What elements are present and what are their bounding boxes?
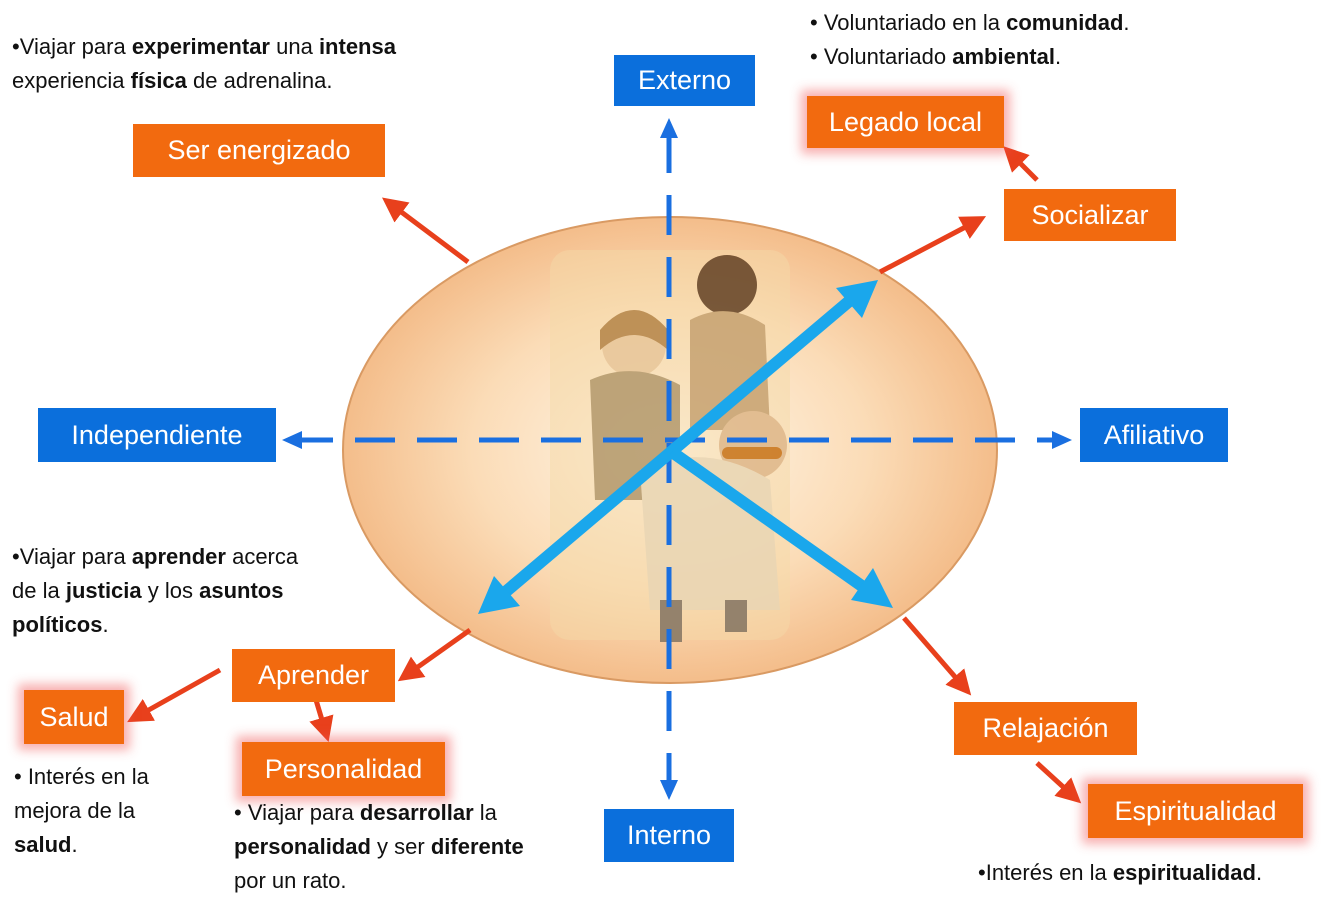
red-arrows: [127, 146, 1082, 804]
arrowhead-down: [660, 780, 678, 800]
category-personalidad: Personalidad: [242, 742, 445, 796]
note-aprender: •Viajar para aprender acerca de la justi…: [12, 544, 299, 637]
note-espiritualidad: •Interés en la espiritualidad.: [978, 860, 1263, 885]
category-socializar: Socializar: [1004, 189, 1176, 241]
note-legado-local: • Voluntariado en la comunidad. • Volunt…: [810, 10, 1130, 69]
note-personalidad: • Viajar para desarrollar la personalida…: [234, 800, 524, 893]
axis-label-independiente: Independiente: [38, 408, 276, 462]
cyan-arrows: [478, 280, 893, 614]
arrowhead-left: [282, 431, 302, 449]
arrowhead-right: [1052, 431, 1072, 449]
category-aprender: Aprender: [232, 649, 395, 702]
category-espiritualidad: Espiritualidad: [1088, 784, 1303, 838]
axis-label-afiliativo: Afiliativo: [1080, 408, 1228, 462]
category-legado-local: Legado local: [807, 96, 1004, 148]
axis-label-interno: Interno: [604, 809, 734, 862]
note-salud: • Interés en la mejora de la salud.: [14, 764, 149, 857]
category-salud: Salud: [24, 690, 124, 744]
category-relajacion: Relajación: [954, 702, 1137, 755]
note-ser-energizado: •Viajar para experimentar una intensa ex…: [12, 34, 396, 93]
arrowhead-up: [660, 118, 678, 138]
category-ser-energizado: Ser energizado: [133, 124, 385, 177]
axis-label-externo: Externo: [614, 55, 755, 106]
